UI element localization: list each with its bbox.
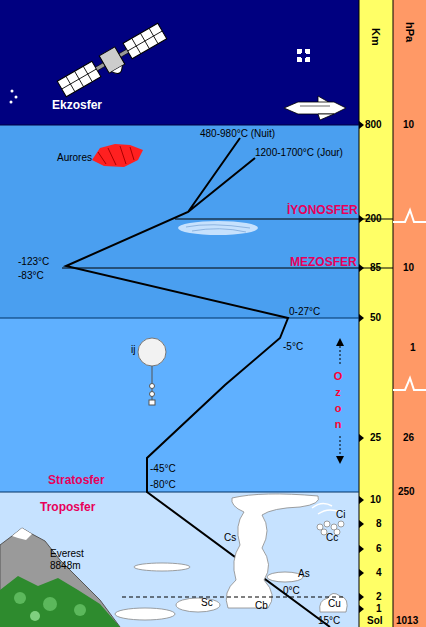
altitude-value: 1	[376, 603, 382, 615]
temperature-label: 1200-1700°C (Jour)	[255, 147, 343, 159]
altitude-value: 10	[370, 494, 381, 506]
altitude-value: 25	[370, 432, 381, 444]
altitude-value: Sol	[367, 615, 383, 627]
altitude-value: 2	[376, 591, 382, 603]
altitude-value: 8	[376, 518, 382, 530]
temperature-label: 0-27°C	[289, 306, 320, 318]
mountain-label: Everest 8848m	[50, 548, 95, 572]
layer-name: İYONOSFER	[287, 203, 358, 217]
temperature-label: -5°C	[283, 341, 303, 353]
temperature-label: -80°C	[150, 479, 176, 491]
altitude-value: 800	[365, 119, 382, 131]
pressure-value: 10	[403, 119, 414, 131]
layer-name: Troposfer	[40, 500, 95, 514]
cloud-type-label: Cb	[255, 600, 268, 612]
pressure-value: 10	[403, 262, 414, 274]
axis-title: Km	[370, 28, 382, 46]
pressure-value: 1013	[396, 615, 418, 627]
temperature-label: -123°C	[18, 256, 49, 268]
cloud-type-label: Cc	[326, 532, 338, 544]
balloon-label: ij	[131, 344, 135, 356]
cloud-type-label: Cu	[328, 598, 341, 610]
altitude-value: 200	[365, 213, 382, 225]
troposphere-band: Troposfer	[0, 492, 359, 627]
temperature-label: 480-980°C (Nuit)	[200, 128, 275, 140]
temperature-label: 0°C	[283, 585, 300, 597]
altitude-value: 85	[370, 262, 381, 274]
aurora-label: Aurores	[57, 152, 92, 164]
temperature-label: 15°C	[318, 615, 340, 627]
layer-name: Stratosfer	[48, 473, 105, 487]
layer-name: Ekzosfer	[52, 98, 102, 112]
altitude-value: 50	[370, 312, 381, 324]
stratosphere-band: Stratosfer	[0, 318, 359, 492]
pressure-value: 1	[410, 342, 416, 354]
ozone-label: O z o n	[331, 368, 345, 432]
cloud-type-label: Ci	[336, 509, 345, 521]
pressure-value: 250	[398, 486, 415, 498]
altitude-value: 4	[376, 567, 382, 579]
temperature-label: -83°C	[18, 270, 44, 282]
axis-title: hPa	[404, 22, 416, 42]
temperature-label: -45°C	[150, 463, 176, 475]
layer-name: MEZOSFER	[290, 255, 357, 269]
altitude-scale-column: Km 800 200 85 50 25 10 8 6 4 21Sol	[359, 0, 393, 627]
pressure-value: 26	[403, 432, 414, 444]
cloud-type-label: As	[298, 568, 310, 580]
altitude-value: 6	[376, 543, 382, 555]
exosphere-band: Ekzosfer	[0, 0, 359, 125]
cloud-type-label: Sc	[201, 597, 213, 609]
cloud-type-label: Cs	[224, 532, 236, 544]
pressure-scale-column: hPa 10 10 1 26 250 1013	[393, 0, 426, 627]
